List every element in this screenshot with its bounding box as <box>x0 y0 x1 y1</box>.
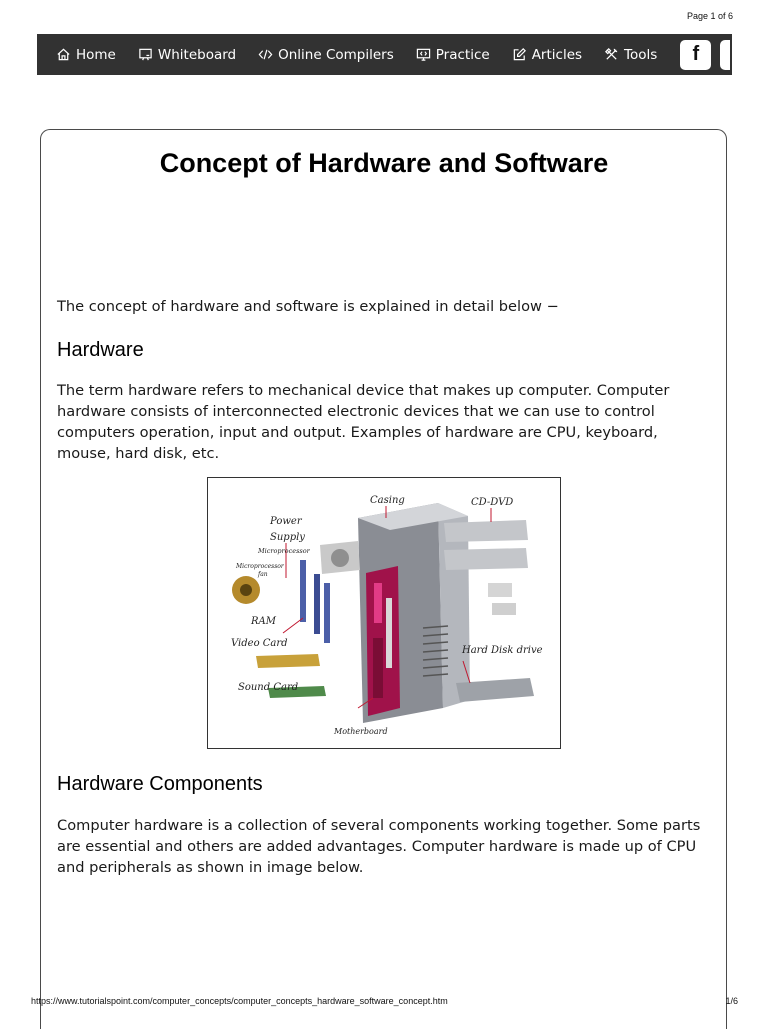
nav-tools[interactable]: Tools <box>593 34 668 75</box>
tools-icon <box>604 47 619 62</box>
nav-articles[interactable]: Articles <box>501 34 593 75</box>
edit-icon <box>512 47 527 62</box>
facebook-icon: f <box>692 43 700 65</box>
label-power: Power <box>269 516 303 527</box>
components-heading: Hardware Components <box>57 773 263 795</box>
hardware-paragraph: The term hardware refers to mechanical d… <box>57 382 670 462</box>
page-counter: Page 1 of 6 <box>686 11 733 21</box>
social-button-partial[interactable] <box>720 39 731 70</box>
nav-home[interactable]: Home <box>37 34 127 75</box>
hardware-heading: Hardware <box>57 339 144 361</box>
components-paragraph: Computer hardware is a collection of sev… <box>57 817 701 876</box>
footer-page-number: 1/6 <box>725 996 738 1006</box>
label-supply: Supply <box>270 532 305 543</box>
label-microprocessor: Microprocessor <box>257 547 311 555</box>
label-motherboard: Motherboard <box>333 727 388 736</box>
label-sound-card: Sound Card <box>238 682 298 693</box>
nav-articles-label: Articles <box>531 46 583 63</box>
nav-practice[interactable]: Practice <box>405 34 501 75</box>
label-hard-disk: Hard Disk drive <box>461 645 543 656</box>
whiteboard-icon <box>138 47 153 62</box>
label-microprocessor-fan-line1: Microprocessor <box>235 563 285 570</box>
monitor-icon <box>416 47 431 62</box>
nav-practice-label: Practice <box>435 46 490 63</box>
nav-online-compilers-label: Online Compilers <box>278 46 394 63</box>
nav-online-compilers[interactable]: Online Compilers <box>247 34 405 75</box>
label-casing: Casing <box>370 495 405 506</box>
home-icon <box>56 47 71 62</box>
article-card <box>40 129 727 1029</box>
facebook-button[interactable]: f <box>680 39 712 70</box>
nav-whiteboard-label: Whiteboard <box>157 46 237 63</box>
label-cd-dvd: CD-DVD <box>471 497 513 508</box>
label-ram: RAM <box>250 616 277 627</box>
code-icon <box>258 47 273 62</box>
page-title: Concept of Hardware and Software <box>159 148 609 178</box>
hardware-diagram-image: Casing CD-DVD Power Supply Microprocesso… <box>207 477 561 749</box>
footer-url[interactable]: https://www.tutorialspoint.com/computer_… <box>31 996 448 1006</box>
nav-tools-label: Tools <box>624 46 658 63</box>
nav-whiteboard[interactable]: Whiteboard <box>127 34 247 75</box>
label-microprocessor-fan-line2: fan <box>257 571 268 578</box>
top-navbar: Home Whiteboard Online Compilers Practic… <box>37 34 732 75</box>
nav-home-label: Home <box>76 46 116 63</box>
intro-paragraph: The concept of hardware and software is … <box>57 298 559 315</box>
label-video-card: Video Card <box>231 638 288 649</box>
